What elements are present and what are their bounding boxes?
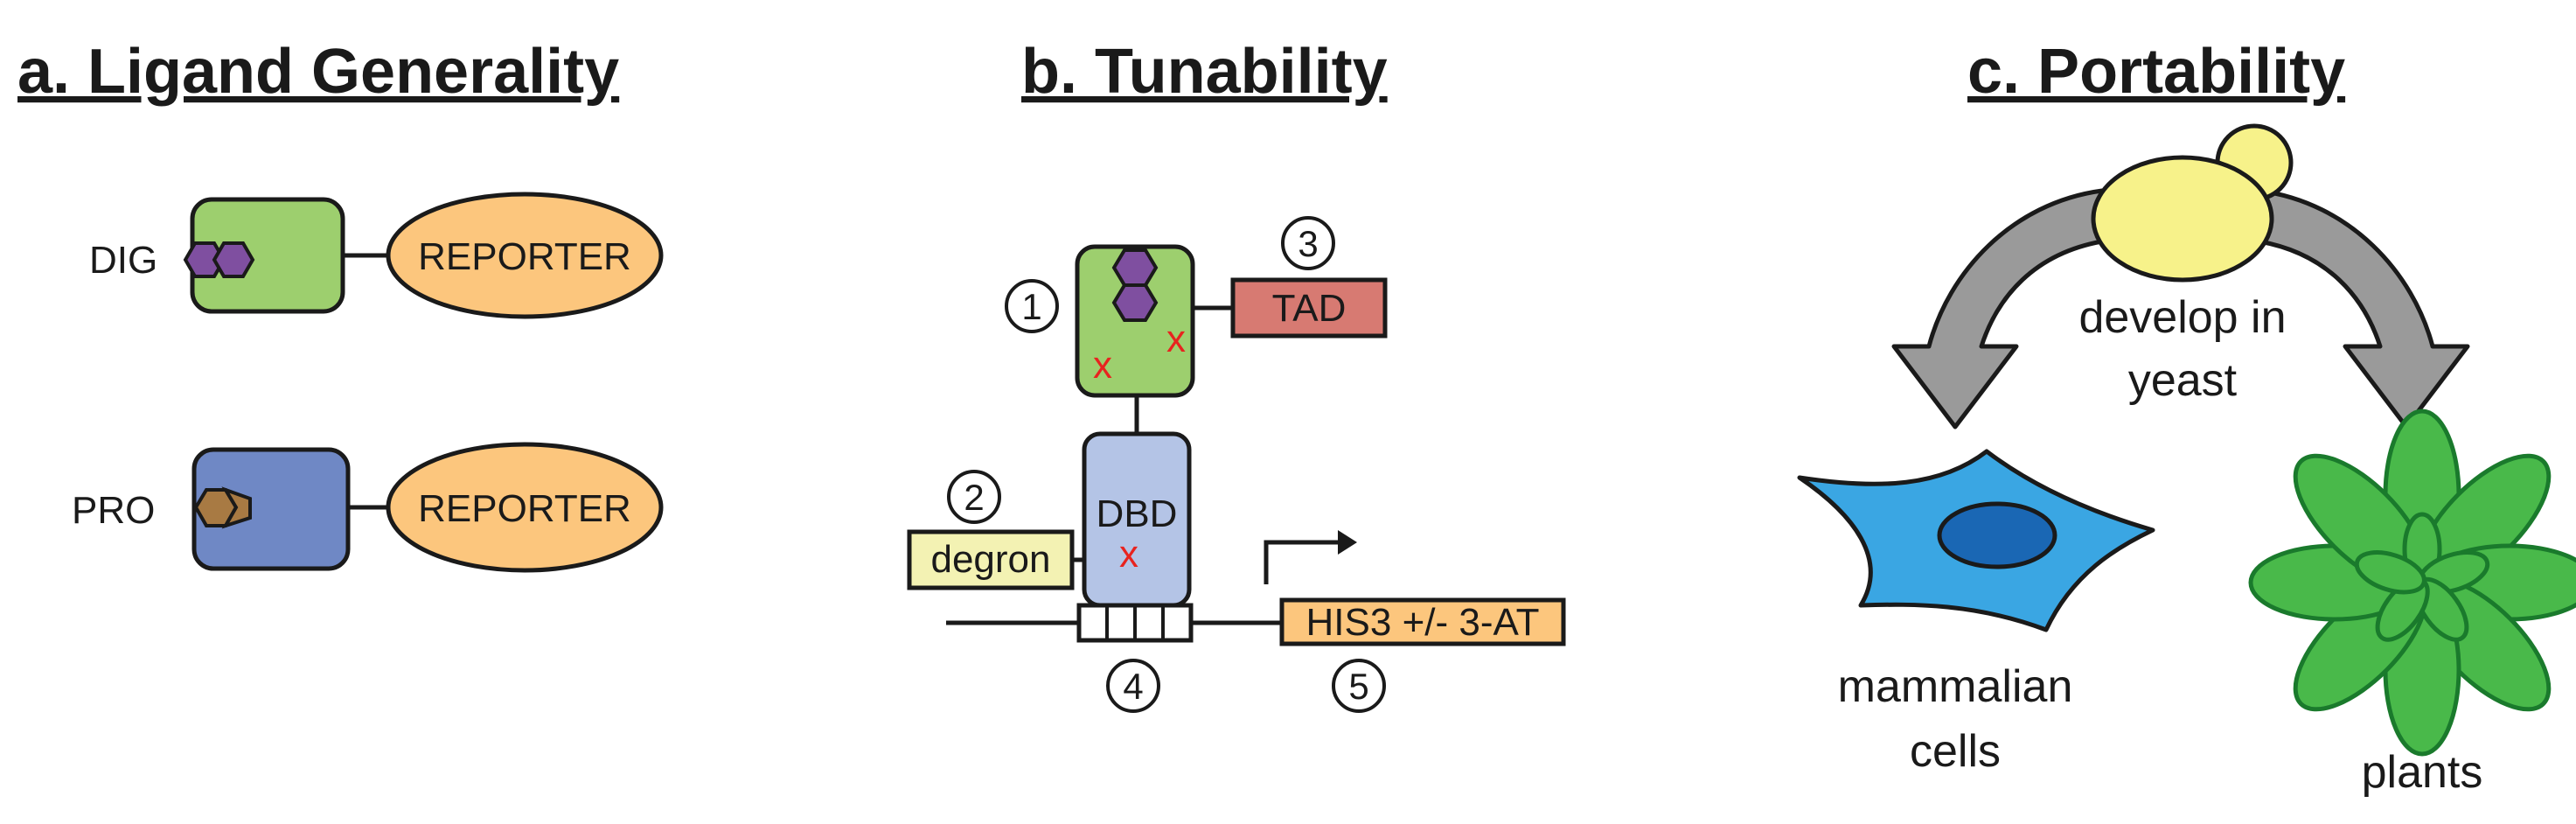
- step-3-badge: 3: [1281, 216, 1335, 270]
- panel-c-title: c. Portability: [1967, 37, 2345, 107]
- dbd-mutation-mark: x: [1119, 533, 1138, 576]
- binder-mutation-mark-2: x: [1093, 344, 1112, 387]
- yeast-label: yeast: [2128, 355, 2238, 406]
- panel-b-title: b. Tunability: [1021, 37, 1388, 107]
- panel-c: c. Portability develop in yeast mammalia…: [1797, 37, 2576, 798]
- plants-label: plants: [2362, 747, 2483, 798]
- step-3-number: 3: [1298, 223, 1318, 264]
- step-1-badge: 1: [1005, 279, 1059, 333]
- transcription-start-arrow: [1264, 540, 1338, 584]
- step-5-badge: 5: [1332, 659, 1386, 713]
- binder-mutation-mark-1: x: [1166, 318, 1186, 360]
- panel-a-title: a. Ligand Generality: [17, 37, 619, 107]
- dbd-label: DBD: [1097, 492, 1178, 535]
- degron-label: degron: [930, 538, 1050, 581]
- step-4-number: 4: [1123, 666, 1143, 707]
- transcription-arrowhead: [1338, 530, 1357, 555]
- cells-label: cells: [1910, 726, 2001, 777]
- step-2-number: 2: [964, 477, 984, 518]
- pro-reporter-label: REPORTER: [418, 487, 631, 530]
- his3-label: HIS3 +/- 3-AT: [1306, 601, 1540, 644]
- dig-reporter-label: REPORTER: [418, 235, 631, 278]
- dig-reporter: [386, 192, 664, 319]
- pro-ligand-icon: [193, 486, 252, 529]
- pro-reporter: [386, 442, 664, 573]
- plant-icon: [2248, 409, 2576, 757]
- pro-label: PRO: [72, 489, 155, 532]
- panel-a: a. Ligand Generality DIG REPORTER PRO RE…: [17, 37, 664, 573]
- step-1-number: 1: [1021, 286, 1041, 327]
- his3-box: [1279, 597, 1566, 646]
- panel-b: b. Tunability DBD x x x TAD degr: [907, 37, 1566, 713]
- binding-site: [1076, 603, 1194, 643]
- dbd-box: [1082, 431, 1192, 608]
- mammalian-label: mammalian: [1838, 661, 2073, 712]
- step-4-badge: 4: [1106, 659, 1160, 713]
- yeast-icon: [2091, 123, 2294, 283]
- ligand-icon: [1111, 248, 1159, 322]
- tad-box: [1230, 277, 1388, 339]
- mammalian-cell-icon: [1797, 449, 2155, 632]
- arrow-to-mammalian: [1891, 188, 2105, 429]
- dig-ligand-icon: [183, 241, 255, 278]
- develop-in-label: develop in: [2078, 292, 2286, 343]
- tad-label: TAD: [1272, 287, 1347, 330]
- arrow-to-plants: [2257, 188, 2470, 429]
- step-5-number: 5: [1348, 666, 1368, 707]
- degron-box: [907, 529, 1075, 590]
- dig-label: DIG: [89, 239, 157, 282]
- step-2-badge: 2: [947, 470, 1001, 524]
